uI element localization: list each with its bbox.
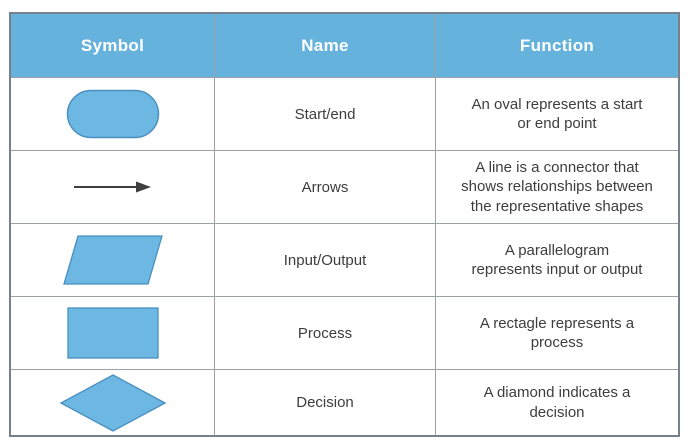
table-row-startend-function-cell: An oval represents a start or end point bbox=[436, 78, 678, 151]
table-row-decision-symbol-cell bbox=[11, 370, 215, 435]
table-row-process-function-cell: A rectagle represents a process bbox=[436, 297, 678, 370]
table-row-inputoutput-symbol-cell bbox=[11, 224, 215, 297]
header-name: Name bbox=[215, 14, 436, 78]
table-row-decision-function-cell: A diamond indicates a decision bbox=[483, 384, 631, 421]
header-function-label: Function bbox=[519, 35, 595, 55]
arrow-icon bbox=[73, 181, 151, 193]
name-label: Process bbox=[297, 324, 353, 342]
table-row-process-name-cell: Process bbox=[215, 297, 436, 370]
diamond-icon bbox=[59, 373, 166, 432]
table-row-arrows-symbol-cell bbox=[11, 151, 215, 224]
parallelogram-icon bbox=[62, 235, 163, 285]
table-row-startend-symbol-cell bbox=[11, 78, 215, 151]
table-row-startend-name-cell: Start/end bbox=[215, 78, 436, 151]
header-symbol-label: Symbol bbox=[80, 35, 145, 55]
table-row-inputoutput-function-cell: A parallelogram represents input or outp… bbox=[436, 224, 678, 297]
header-function: Function bbox=[436, 14, 678, 78]
name-label: Start/end bbox=[294, 105, 356, 123]
table-row-inputoutput-name-cell: Input/Output bbox=[215, 224, 436, 297]
table-row-process-symbol-cell bbox=[11, 297, 215, 370]
oval-start-end-icon bbox=[66, 89, 159, 139]
table-row-arrows-function-cell: A line is a connector that shows relatio… bbox=[436, 151, 678, 224]
header-name-label: Name bbox=[301, 35, 349, 55]
rectangle-icon bbox=[66, 307, 159, 359]
table-row-decision-name-cell: Decision bbox=[215, 370, 436, 435]
name-label: Decision bbox=[296, 394, 354, 411]
flowchart-symbols-table: Symbol Name Function Start/end An oval r… bbox=[9, 12, 680, 437]
header-symbol: Symbol bbox=[11, 14, 215, 78]
name-label: Input/Output bbox=[283, 251, 367, 269]
table-row-arrows-name-cell: Arrows bbox=[215, 151, 436, 224]
name-label: Arrows bbox=[301, 178, 349, 196]
